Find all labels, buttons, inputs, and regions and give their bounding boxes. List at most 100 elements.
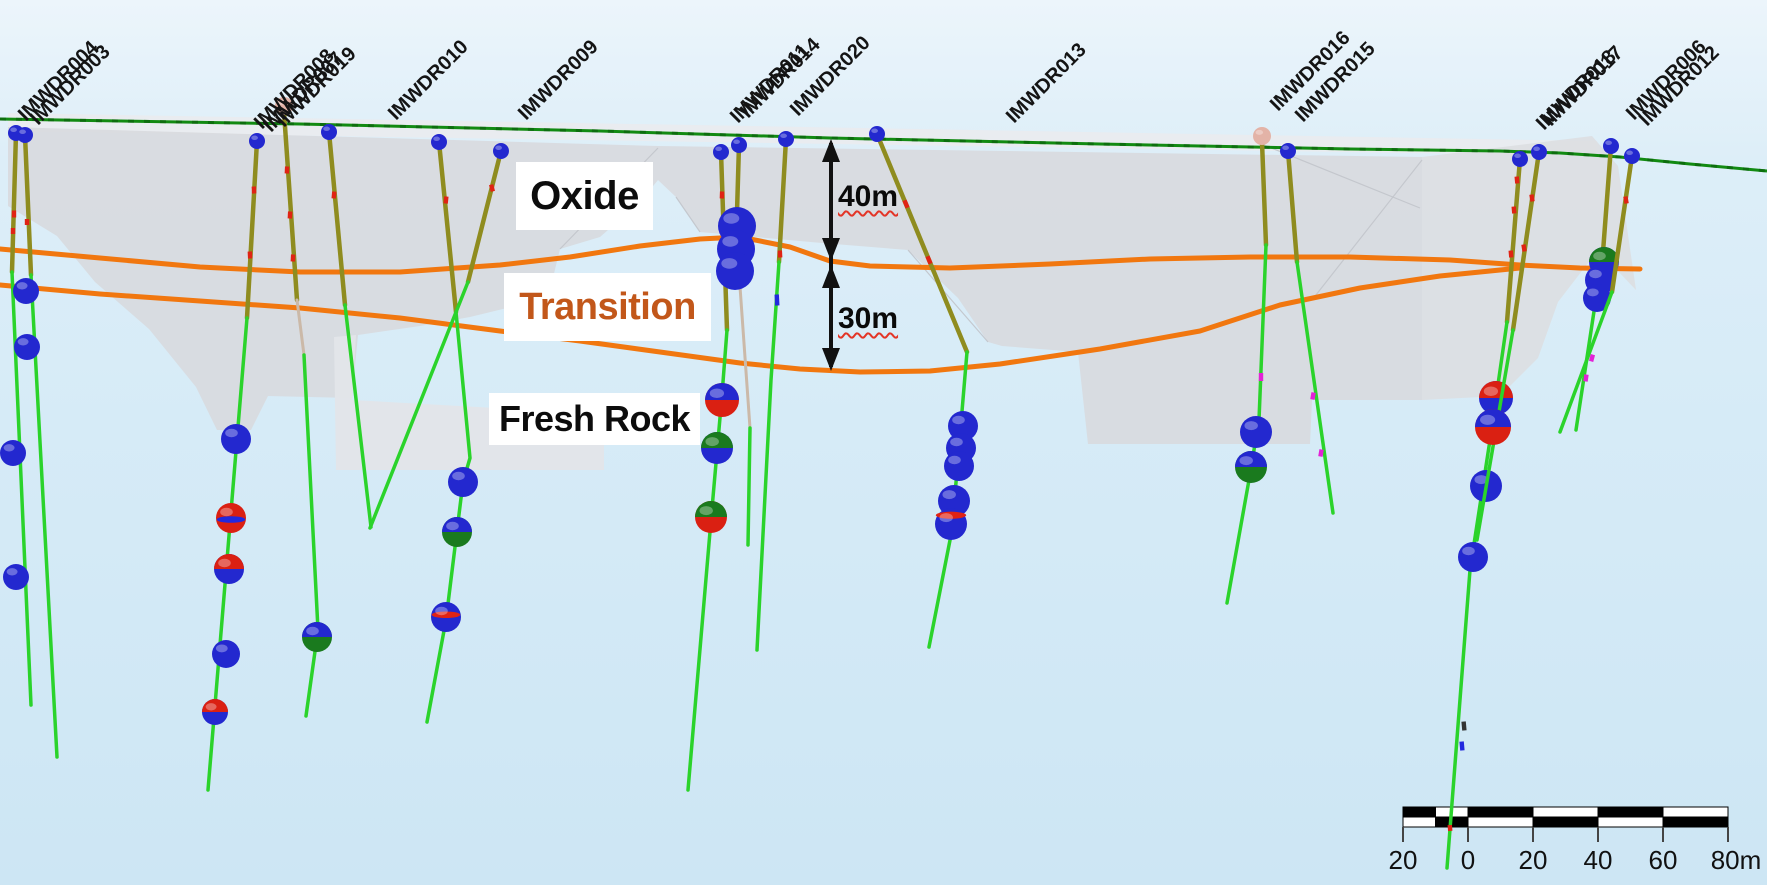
drillhole-IMWDR009: [368, 143, 509, 530]
drill-trace-olive: [281, 109, 300, 303]
scale-bar-label: 20: [1389, 845, 1418, 875]
sample-sphere-top-half: [695, 501, 727, 517]
interval-band: [1514, 176, 1520, 184]
scale-bar-cell: [1402, 816, 1436, 828]
transition-zone-text: Transition: [519, 285, 696, 328]
scale-bar-cell: [1597, 816, 1664, 828]
scale-bar-cell: [1402, 806, 1436, 818]
pit-facet-edge: [1311, 159, 1423, 301]
interval-band: [1459, 741, 1465, 751]
dimension-arrowhead: [822, 348, 840, 371]
sphere-highlight: [699, 506, 713, 516]
sample-sphere: [1603, 138, 1619, 154]
sample-sphere: [3, 564, 29, 590]
sphere-highlight: [1605, 140, 1612, 146]
sphere-highlight: [709, 388, 725, 398]
drillhole-IMWDR020: [755, 131, 794, 652]
pit-facet-edge: [675, 196, 701, 233]
sphere-highlight: [6, 568, 18, 576]
sphere-highlight: [435, 606, 448, 616]
interval-band: [489, 184, 495, 192]
sphere-highlight: [1282, 145, 1289, 151]
drill-trace-tan: [295, 298, 306, 357]
sample-sphere: [1458, 542, 1488, 572]
scale-bar-cell: [1662, 816, 1729, 828]
sphere-highlight: [950, 437, 963, 447]
sample-sphere: [778, 131, 794, 147]
drill-trace-olive: [9, 130, 19, 275]
sample-sphere: [221, 424, 251, 454]
sphere-highlight: [1474, 475, 1488, 485]
interval-band: [1318, 449, 1324, 457]
sample-sphere: [731, 137, 747, 153]
sphere-highlight: [215, 644, 228, 653]
pit-shell: [8, 113, 1636, 470]
interval-band: [1447, 824, 1453, 832]
sample-sphere-top-half: [214, 554, 244, 569]
sample-sphere: [1583, 284, 1611, 312]
transition-boundary-line: [0, 234, 1643, 275]
dimension-arrowhead: [822, 139, 840, 162]
hole-label-IMWDR017: IMWDR017: [1539, 42, 1628, 131]
sample-sphere-top-half: [302, 622, 332, 637]
sample-sphere-top-half: [701, 432, 733, 448]
sphere-highlight: [433, 136, 440, 142]
sample-sphere: [431, 134, 447, 150]
fresh-rock-zone-text: Fresh Rock: [498, 398, 691, 439]
sphere-highlight: [1514, 153, 1521, 159]
sphere-highlight: [723, 213, 740, 224]
sphere-highlight: [1593, 251, 1606, 261]
drill-trace-green: [302, 353, 320, 718]
sphere-highlight: [19, 129, 26, 135]
scale-bar-label: 60: [1649, 845, 1678, 875]
drill-trace-olive: [1510, 149, 1542, 333]
interval-band: [284, 166, 290, 174]
transition-boundary-line: [0, 265, 1523, 375]
drill-trace-olive: [436, 139, 459, 315]
drill-trace-olive: [1504, 156, 1523, 325]
interval-band: [1508, 250, 1514, 258]
transition-boundary-lines: [0, 234, 1643, 375]
sample-sphere-band: [431, 611, 461, 619]
drillhole-IMWDR017: [1475, 144, 1547, 542]
interval-band: [1521, 244, 1527, 252]
oxide-thickness-label: 40m: [838, 180, 899, 213]
drill-trace-olive: [1600, 143, 1614, 255]
drillhole-IMWDR007: [202, 133, 265, 792]
sphere-highlight: [1483, 386, 1499, 396]
scale-bar-label: 40: [1584, 845, 1613, 875]
pit-facet: [1422, 136, 1636, 400]
interval-band: [902, 199, 910, 209]
sphere-highlight: [3, 444, 15, 452]
drillhole-IMWDR011: [686, 144, 739, 792]
interval-band: [287, 211, 293, 219]
sphere-highlight: [1480, 414, 1496, 425]
drillhole-IMWDR014: [716, 137, 756, 547]
sample-sphere: [321, 124, 337, 140]
transition-thickness-label: 30m: [838, 302, 899, 335]
sample-sphere-top-half: [705, 383, 739, 400]
transition-zone-label: Transition: [504, 273, 711, 341]
scale-bar-cell: [1467, 816, 1534, 828]
sphere-highlight: [446, 521, 459, 531]
depth-dimension-arrow: [822, 139, 840, 371]
drillhole-IMWDR008: [275, 97, 332, 718]
drillhole-IMWDR015: [1280, 143, 1335, 515]
sphere-highlight: [251, 135, 258, 141]
interval-band: [290, 254, 296, 262]
sphere-highlight: [871, 128, 878, 134]
sphere-highlight: [1586, 288, 1599, 297]
topo-surface-line-dashes: [0, 117, 1767, 173]
interval-band: [1258, 373, 1264, 381]
sphere-highlight: [1533, 146, 1540, 152]
sample-sphere: [869, 126, 885, 142]
hole-label-IMWDR009: IMWDR009: [514, 36, 603, 125]
interval-band: [331, 191, 337, 199]
sphere-highlight: [495, 145, 502, 151]
scale-bar-cell: [1532, 816, 1599, 828]
drill-trace-olive: [1609, 153, 1635, 295]
sample-sphere: [1253, 127, 1271, 145]
